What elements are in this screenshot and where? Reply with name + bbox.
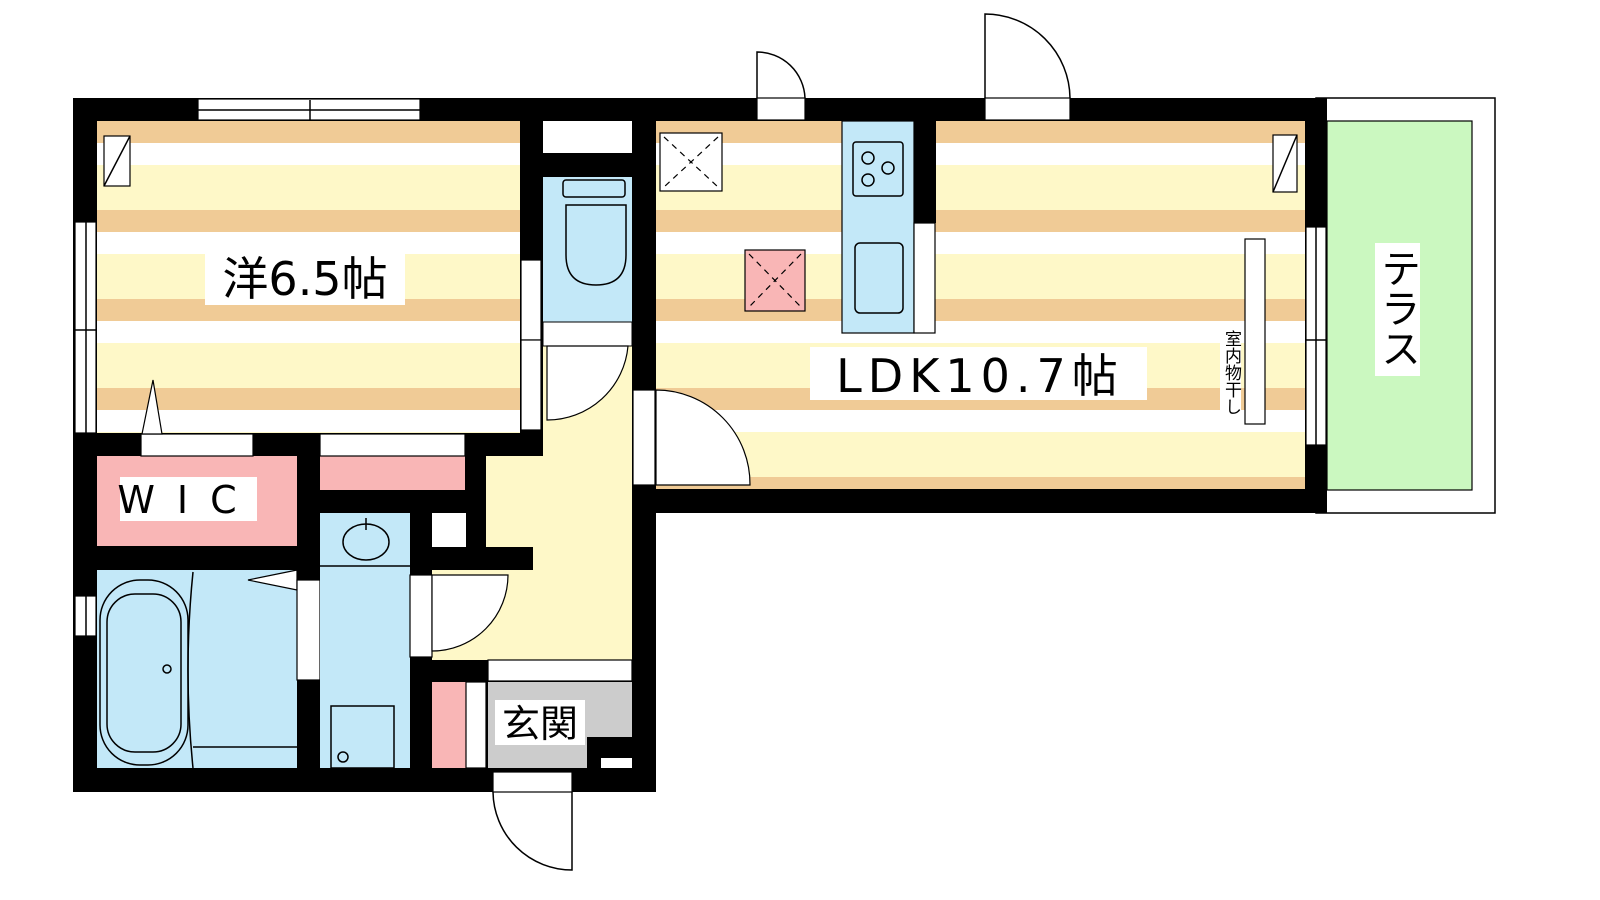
pantry-icon	[744, 249, 806, 312]
washroom-door[interactable]	[409, 574, 509, 658]
room-label-western: 洋6.5帖	[222, 252, 387, 306]
air-vent-icon	[103, 135, 131, 187]
toilet-shelf	[543, 121, 632, 153]
entrance-door[interactable]	[492, 771, 573, 871]
washroom	[320, 513, 410, 768]
ldk-door[interactable]	[632, 389, 751, 486]
fridge-space-icon	[659, 132, 723, 192]
sink-icon	[854, 242, 904, 314]
bathroom	[97, 570, 297, 768]
shoe-closet	[432, 682, 466, 768]
window	[74, 221, 97, 434]
kitchen-counter	[841, 120, 936, 334]
door-top-small[interactable]	[756, 51, 806, 121]
drying-rod	[1244, 238, 1266, 425]
washing-machine-icon	[330, 705, 395, 769]
room-label-entrance: 玄関	[502, 702, 578, 746]
door-top-large[interactable]	[984, 13, 1071, 121]
sink-icon	[320, 518, 410, 567]
air-vent-icon	[1272, 134, 1298, 193]
stove-icon	[852, 141, 904, 197]
indoor-drying-label: 室内物干し	[1221, 330, 1242, 415]
window	[197, 98, 421, 121]
window	[1305, 226, 1327, 446]
terrace	[1315, 97, 1496, 514]
room-label-terrace: テラス	[1374, 248, 1420, 368]
toilet-door[interactable]	[546, 345, 629, 421]
room-label-wic: WIC	[117, 478, 258, 522]
bathtub-icon	[99, 569, 298, 769]
toilet-room	[543, 177, 632, 322]
storage	[320, 456, 465, 490]
toilet-icon	[562, 179, 627, 286]
room-label-ldk: LDK10.7帖	[836, 349, 1124, 403]
window	[74, 595, 97, 637]
